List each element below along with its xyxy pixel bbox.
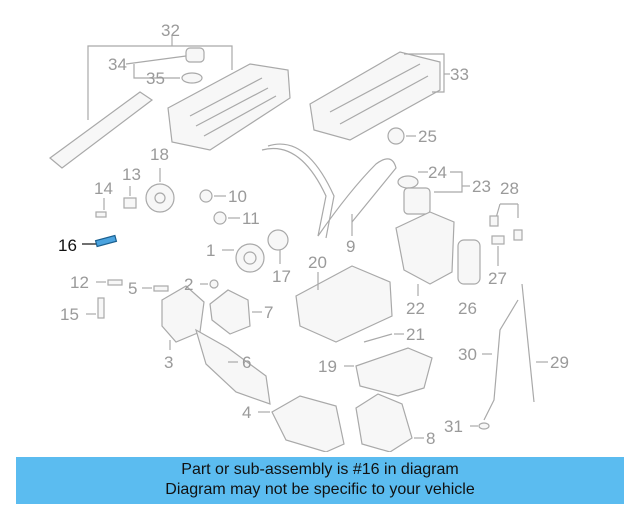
callout-1: 1 xyxy=(206,241,215,260)
timing-belt xyxy=(261,148,397,237)
callout-27: 27 xyxy=(488,269,507,288)
callout-28: 28 xyxy=(500,179,519,198)
callout-19: 19 xyxy=(318,357,337,376)
part-10-tensioner xyxy=(199,189,213,203)
timing-cover-right xyxy=(355,393,413,452)
callout-14: 14 xyxy=(94,179,113,198)
callout-7: 7 xyxy=(264,303,273,322)
upper-oil-pan xyxy=(295,265,393,343)
callout-26: 26 xyxy=(458,299,477,318)
callout-12: 12 xyxy=(70,273,89,292)
part-28b xyxy=(513,229,523,241)
part-27 xyxy=(491,235,505,245)
crank-gear xyxy=(267,229,289,251)
callout-33: 33 xyxy=(450,65,469,84)
part-24-ring xyxy=(397,175,419,189)
part-12 xyxy=(107,279,123,286)
callout-9: 9 xyxy=(346,237,355,256)
callout-10: 10 xyxy=(228,187,247,206)
callout-21: 21 xyxy=(406,325,425,344)
banner-line-1: Part or sub-assembly is #16 in diagram xyxy=(181,461,459,478)
callout-20: 20 xyxy=(308,253,327,272)
cap-seal xyxy=(181,72,203,84)
part-16-bolt xyxy=(94,234,118,248)
part-13 xyxy=(123,197,137,209)
callout-29: 29 xyxy=(550,353,569,372)
part-2-bolt xyxy=(209,279,219,289)
callout-25: 25 xyxy=(418,127,437,146)
part-21-tube xyxy=(363,333,393,343)
part-28a xyxy=(489,215,499,227)
part-7-cover xyxy=(209,289,251,335)
callout-23: 23 xyxy=(472,177,491,196)
callout-16-group: 16 xyxy=(58,234,118,255)
part-31-ring xyxy=(478,422,490,430)
valve-cover-left xyxy=(167,63,291,151)
part-26 xyxy=(457,239,481,285)
dipstick-tube xyxy=(483,299,519,421)
callout-8: 8 xyxy=(426,429,435,448)
callout-13: 13 xyxy=(122,165,141,184)
callout-35: 35 xyxy=(146,69,165,88)
callout-32-group: 32 xyxy=(87,21,233,120)
callout-6: 6 xyxy=(242,353,251,372)
lower-timing-cover xyxy=(271,395,345,452)
callout-4: 4 xyxy=(242,403,251,422)
callout-31: 31 xyxy=(444,417,463,436)
part-22-bracket xyxy=(395,211,455,285)
part-11-roller xyxy=(213,211,227,225)
callout-3: 3 xyxy=(164,353,173,372)
banner-line-2: Diagram may not be specific to your vehi… xyxy=(165,481,475,498)
callout-16: 16 xyxy=(58,236,77,255)
dipstick xyxy=(521,283,535,403)
callout-2: 2 xyxy=(184,275,193,294)
parts-diagram: 32 34 35 33 25 9 24 23 28 22 26 27 xyxy=(49,21,569,452)
oil-filler-cap xyxy=(185,47,205,63)
part-15 xyxy=(97,297,105,319)
callout-22: 22 xyxy=(406,299,425,318)
part-6-cover xyxy=(195,328,271,405)
lower-oil-pan xyxy=(355,347,433,397)
part-14 xyxy=(95,211,107,218)
callout-30: 30 xyxy=(458,345,477,364)
callout-5: 5 xyxy=(128,279,137,298)
part-25-seal xyxy=(387,127,405,145)
callout-24: 24 xyxy=(428,163,447,182)
cover-gasket-left xyxy=(49,91,154,169)
oil-filter xyxy=(403,187,431,215)
callout-34: 34 xyxy=(108,55,127,74)
callout-32: 32 xyxy=(161,21,180,40)
info-banner: Part or sub-assembly is #16 in diagram D… xyxy=(16,457,624,504)
valve-cover-right xyxy=(309,51,441,141)
part-5-bolt xyxy=(153,285,169,292)
callout-18: 18 xyxy=(150,145,169,164)
callout-17: 17 xyxy=(272,267,291,286)
callout-15: 15 xyxy=(60,305,79,324)
callout-11: 11 xyxy=(242,209,260,228)
